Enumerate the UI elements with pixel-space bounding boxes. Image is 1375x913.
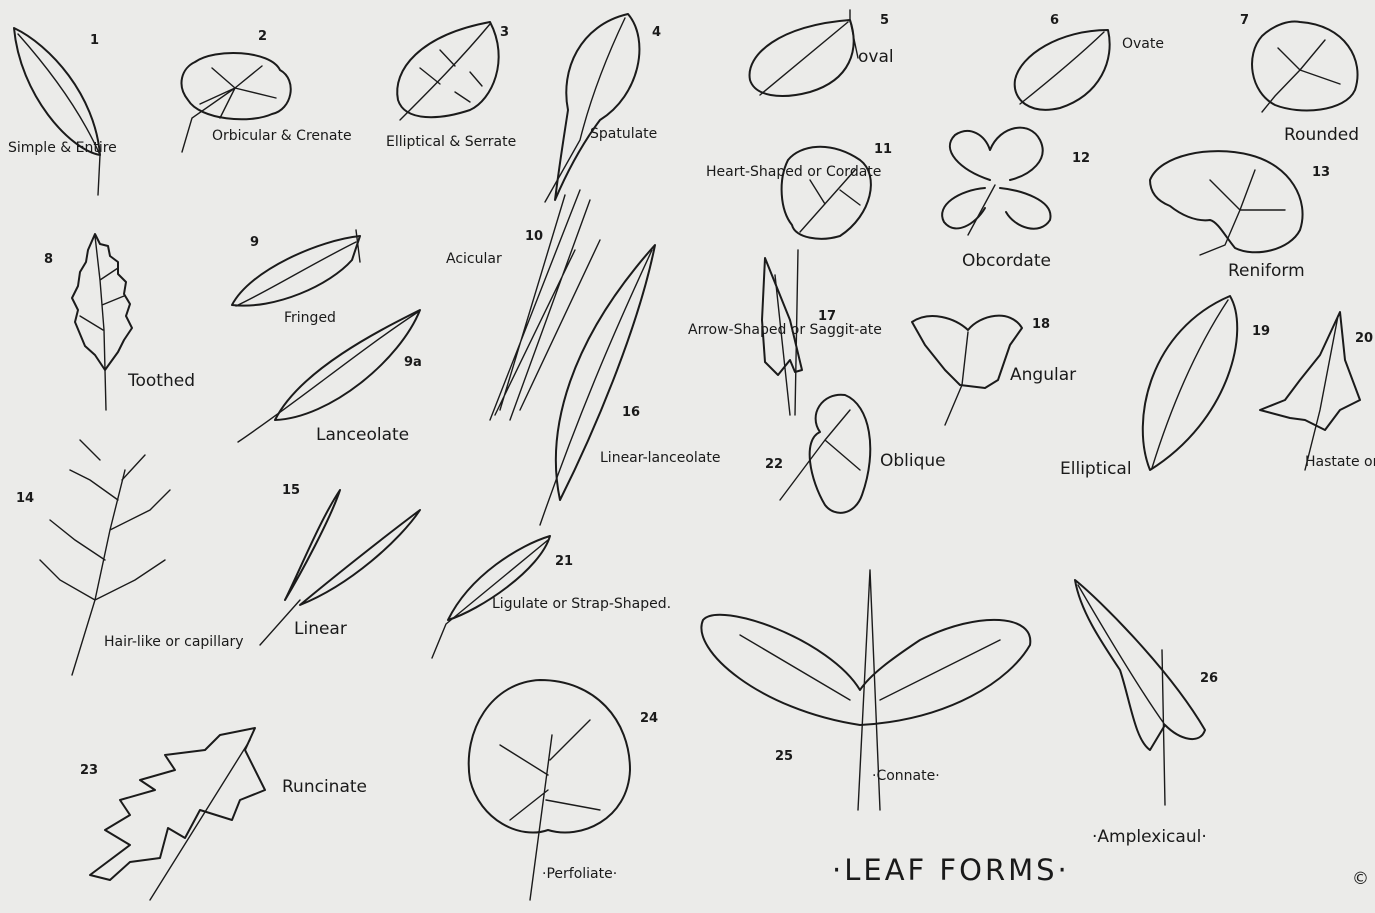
leaf-9-fringed: 9 Fringed bbox=[232, 230, 360, 326]
leaf-22-label: Oblique bbox=[880, 451, 946, 471]
leaf-16-linear-lanceolate: 16 Linear-lanceolate bbox=[540, 245, 720, 525]
leaf-20-label: Hastate or Halbert Shaped bbox=[1305, 454, 1375, 470]
leaf-15-label: Linear bbox=[294, 619, 347, 639]
leaf-25-label: ·Connate· bbox=[872, 768, 940, 784]
plate-title: ·LEAF FORMS· bbox=[832, 853, 1070, 887]
leaf-1-simple-entire: 1 Simple & Entire bbox=[8, 28, 117, 195]
leaf-22-number: 22 bbox=[765, 457, 783, 472]
leaf-9a-label: Lanceolate bbox=[316, 425, 409, 445]
leaf-26-label: ·Amplexicaul· bbox=[1092, 827, 1207, 847]
leaf-15-number: 15 bbox=[282, 483, 300, 498]
leaf-19-label: Elliptical bbox=[1060, 459, 1132, 479]
leaf-24-perfoliate: 24 ·Perfoliate· bbox=[469, 680, 658, 900]
leaf-3-number: 3 bbox=[500, 25, 509, 40]
leaf-23-label: Runcinate bbox=[282, 777, 367, 797]
leaf-7-label: Rounded bbox=[1284, 125, 1359, 145]
leaf-11-label: Heart-Shaped or Cordate bbox=[706, 164, 881, 180]
leaf-8-toothed: 8 Toothed bbox=[44, 234, 195, 410]
leaf-8-label: Toothed bbox=[127, 371, 195, 391]
leaf-6-label: Ovate bbox=[1122, 36, 1164, 52]
leaf-10-number: 10 bbox=[525, 229, 543, 244]
leaf-8-number: 8 bbox=[44, 252, 53, 267]
leaf-14-number: 14 bbox=[16, 491, 34, 506]
leaf-24-number: 24 bbox=[640, 711, 658, 726]
leaf-11-number: 11 bbox=[874, 142, 892, 157]
leaf-4-spatulate: 4 Spatulate bbox=[545, 14, 661, 202]
leaf-19-number: 19 bbox=[1252, 324, 1270, 339]
leaf-15-linear: 15 Linear bbox=[260, 483, 420, 645]
leaf-3-elliptical-serrate: 3 Elliptical & Serrate bbox=[386, 22, 516, 150]
leaf-21-label: Ligulate or Strap-Shaped. bbox=[492, 596, 671, 612]
leaf-25-number: 25 bbox=[775, 749, 793, 764]
leaf-1-label: Simple & Entire bbox=[8, 140, 117, 156]
leaf-4-number: 4 bbox=[652, 25, 661, 40]
leaf-2-orbicular-crenate: 2 Orbicular & Crenate bbox=[182, 29, 352, 152]
leaf-25-connate: 25 ·Connate· bbox=[701, 570, 1030, 810]
leaf-4-label: Spatulate bbox=[590, 126, 657, 142]
leaf-16-label: Linear-lanceolate bbox=[600, 450, 720, 466]
leaf-5-label: oval bbox=[858, 47, 894, 67]
leaf-16-number: 16 bbox=[622, 405, 640, 420]
leaf-17-saggitate: 17 Arrow-Shaped or Saggit-ate bbox=[688, 250, 882, 415]
leaf-13-reniform: 13 Reniform bbox=[1150, 151, 1330, 281]
leaf-13-number: 13 bbox=[1312, 165, 1330, 180]
leaf-5-oval: 5 oval bbox=[750, 10, 894, 96]
leaf-17-label: Arrow-Shaped or Saggit-ate bbox=[688, 322, 882, 338]
leaf-18-angular: 18 Angular bbox=[912, 316, 1076, 425]
leaf-2-number: 2 bbox=[258, 29, 267, 44]
leaf-7-number: 7 bbox=[1240, 13, 1249, 28]
leaf-6-ovate: 6 Ovate bbox=[1015, 13, 1164, 110]
leaf-12-number: 12 bbox=[1072, 151, 1090, 166]
leaf-6-number: 6 bbox=[1050, 13, 1059, 28]
leaf-14-capillary: 14 Hair-like or capillary bbox=[16, 440, 244, 675]
leaf-13-label: Reniform bbox=[1228, 261, 1305, 281]
leaf-18-label: Angular bbox=[1010, 365, 1076, 385]
leaf-3-label: Elliptical & Serrate bbox=[386, 134, 516, 150]
leaf-12-obcordate: 12 Obcordate bbox=[942, 128, 1090, 271]
leaf-7-rounded: 7 Rounded bbox=[1240, 13, 1359, 145]
leaf-21-ligulate: 21 Ligulate or Strap-Shaped. bbox=[432, 536, 671, 658]
leaf-20-hastate: 20 Hastate or Halbert Shaped bbox=[1260, 312, 1375, 470]
leaf-26-amplexicaul: 26 ·Amplexicaul· bbox=[1075, 580, 1218, 847]
leaf-9-number: 9 bbox=[250, 235, 259, 250]
leaf-23-runcinate: 23 Runcinate bbox=[80, 728, 367, 900]
leaf-19-elliptical: 19 Elliptical bbox=[1060, 296, 1270, 479]
corner-mark: © bbox=[1352, 869, 1369, 889]
leaf-23-number: 23 bbox=[80, 763, 98, 778]
leaf-9-label: Fringed bbox=[284, 310, 336, 326]
leaf-9a-lanceolate: 9a Lanceolate bbox=[238, 310, 422, 445]
leaf-1-number: 1 bbox=[90, 33, 99, 48]
leaf-26-number: 26 bbox=[1200, 671, 1218, 686]
leaf-24-label: ·Perfoliate· bbox=[542, 866, 617, 882]
leaf-22-oblique: 22 Oblique bbox=[765, 395, 946, 513]
leaf-10-acicular: 10 Acicular bbox=[446, 190, 600, 420]
leaf-12-label: Obcordate bbox=[962, 251, 1051, 271]
leaf-5-number: 5 bbox=[880, 13, 889, 28]
leaf-11-cordate: 11 Heart-Shaped or Cordate bbox=[706, 142, 892, 239]
leaf-21-number: 21 bbox=[555, 554, 573, 569]
leaf-9a-number: 9a bbox=[404, 355, 422, 370]
leaf-2-label: Orbicular & Crenate bbox=[212, 128, 352, 144]
leaf-18-number: 18 bbox=[1032, 317, 1050, 332]
leaf-20-number: 20 bbox=[1355, 331, 1373, 346]
leaf-14-label: Hair-like or capillary bbox=[104, 634, 244, 650]
leaf-10-label: Acicular bbox=[446, 251, 502, 267]
